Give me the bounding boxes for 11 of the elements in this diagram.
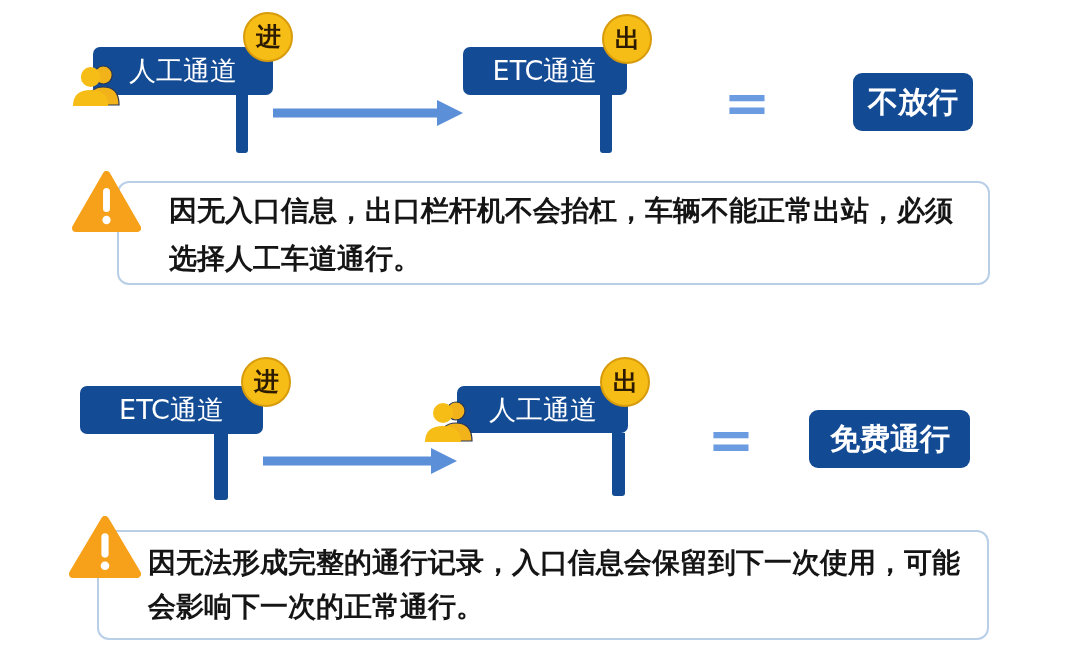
warning-note: 因无入口信息，出口栏杆机不会抬杠，车辆不能正常出站，必须选择人工车道通行。: [117, 181, 990, 285]
equals-sign: =: [707, 420, 755, 460]
result-sign: 不放行: [853, 73, 973, 131]
equals-sign: =: [723, 83, 771, 123]
arrow: [273, 100, 463, 126]
arrow: [263, 448, 457, 474]
warning-note: 因无法形成完整的通行记录，入口信息会保留到下一次使用，可能会影响下一次的正常通行。: [97, 530, 989, 640]
result-sign: 免费通行: [809, 410, 970, 468]
round-badge: 进: [243, 12, 293, 62]
round-badge: 出: [602, 14, 652, 64]
sign-board: ETC通道: [463, 47, 627, 95]
